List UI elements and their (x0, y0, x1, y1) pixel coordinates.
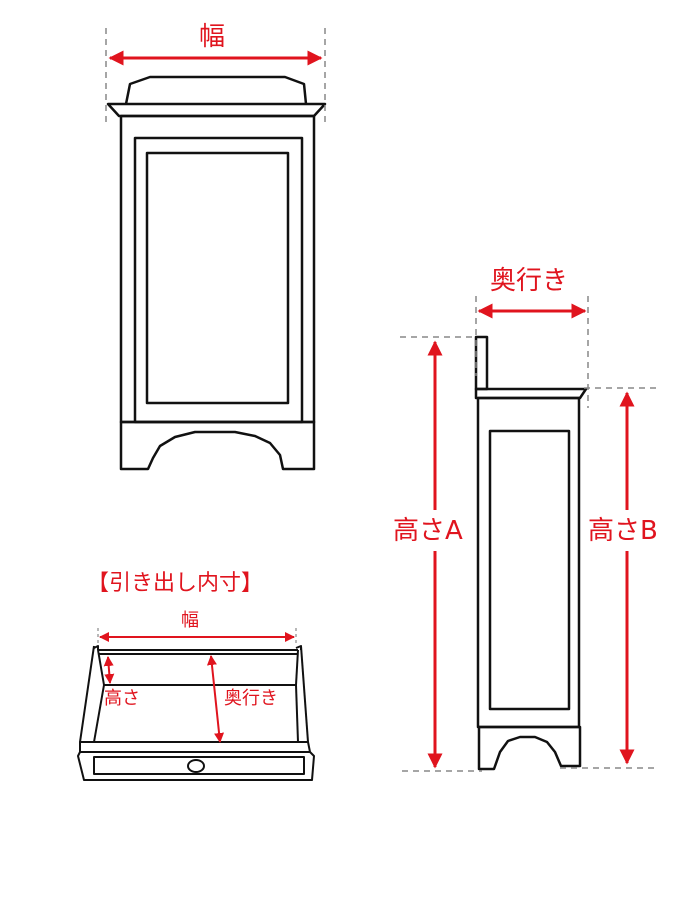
front-view-cabinet (106, 75, 327, 471)
drawer-depth-label: 奥行き (224, 688, 278, 709)
side-guides (400, 296, 660, 772)
drawer-title: 【引き出し内寸】 (87, 571, 264, 596)
front-width-guides (105, 28, 326, 122)
drawer-height-label: 高さ (104, 688, 140, 709)
side-view-cabinet (474, 335, 588, 771)
drawer-height-arrow (103, 656, 115, 684)
front-width-label: 幅 (199, 22, 226, 52)
drawer-guides (97, 628, 297, 646)
height-a-label: 高さA (393, 516, 463, 546)
drawer-width-label: 幅 (181, 610, 199, 631)
depth-label: 奥行き (490, 266, 569, 296)
drawer-illustration (77, 645, 315, 781)
height-b-label: 高さB (588, 516, 658, 546)
drawer-depth-arrow (206, 655, 225, 743)
